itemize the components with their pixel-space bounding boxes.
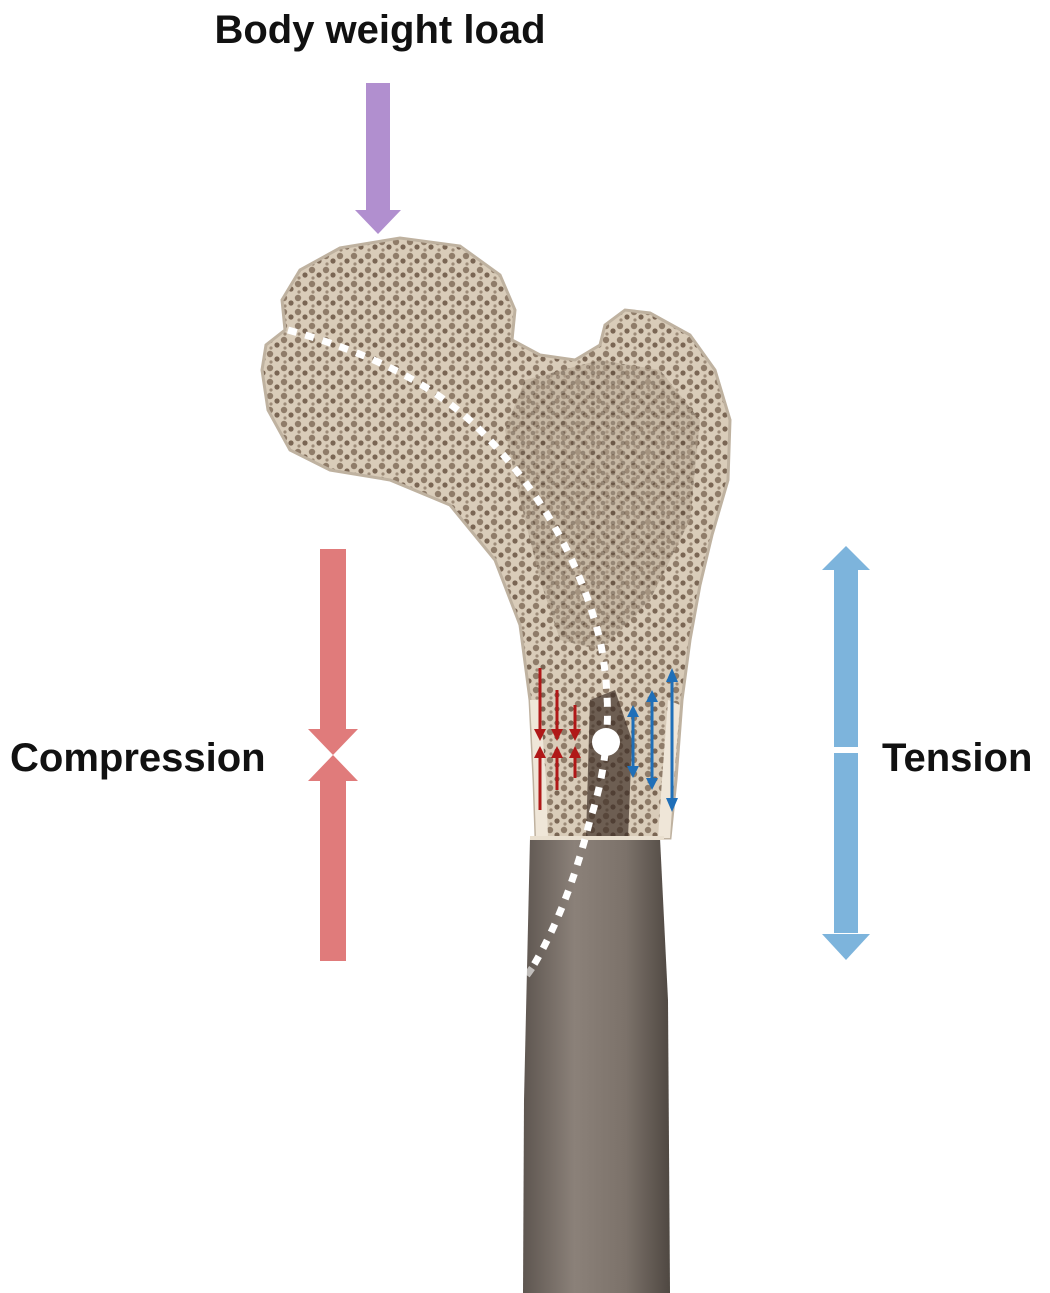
compression-label: Compression <box>10 736 266 781</box>
body-weight-load-label: Body weight load <box>0 8 760 53</box>
converging-arrows-icon <box>308 549 358 961</box>
double-headed-arrow-icon <box>822 546 870 960</box>
circle-marker-icon <box>592 728 620 756</box>
down-arrow-icon <box>355 83 401 234</box>
neutral-axis-line-faded <box>455 968 532 1055</box>
bone-shaft <box>523 838 670 1293</box>
tension-label: Tension <box>882 736 1032 781</box>
